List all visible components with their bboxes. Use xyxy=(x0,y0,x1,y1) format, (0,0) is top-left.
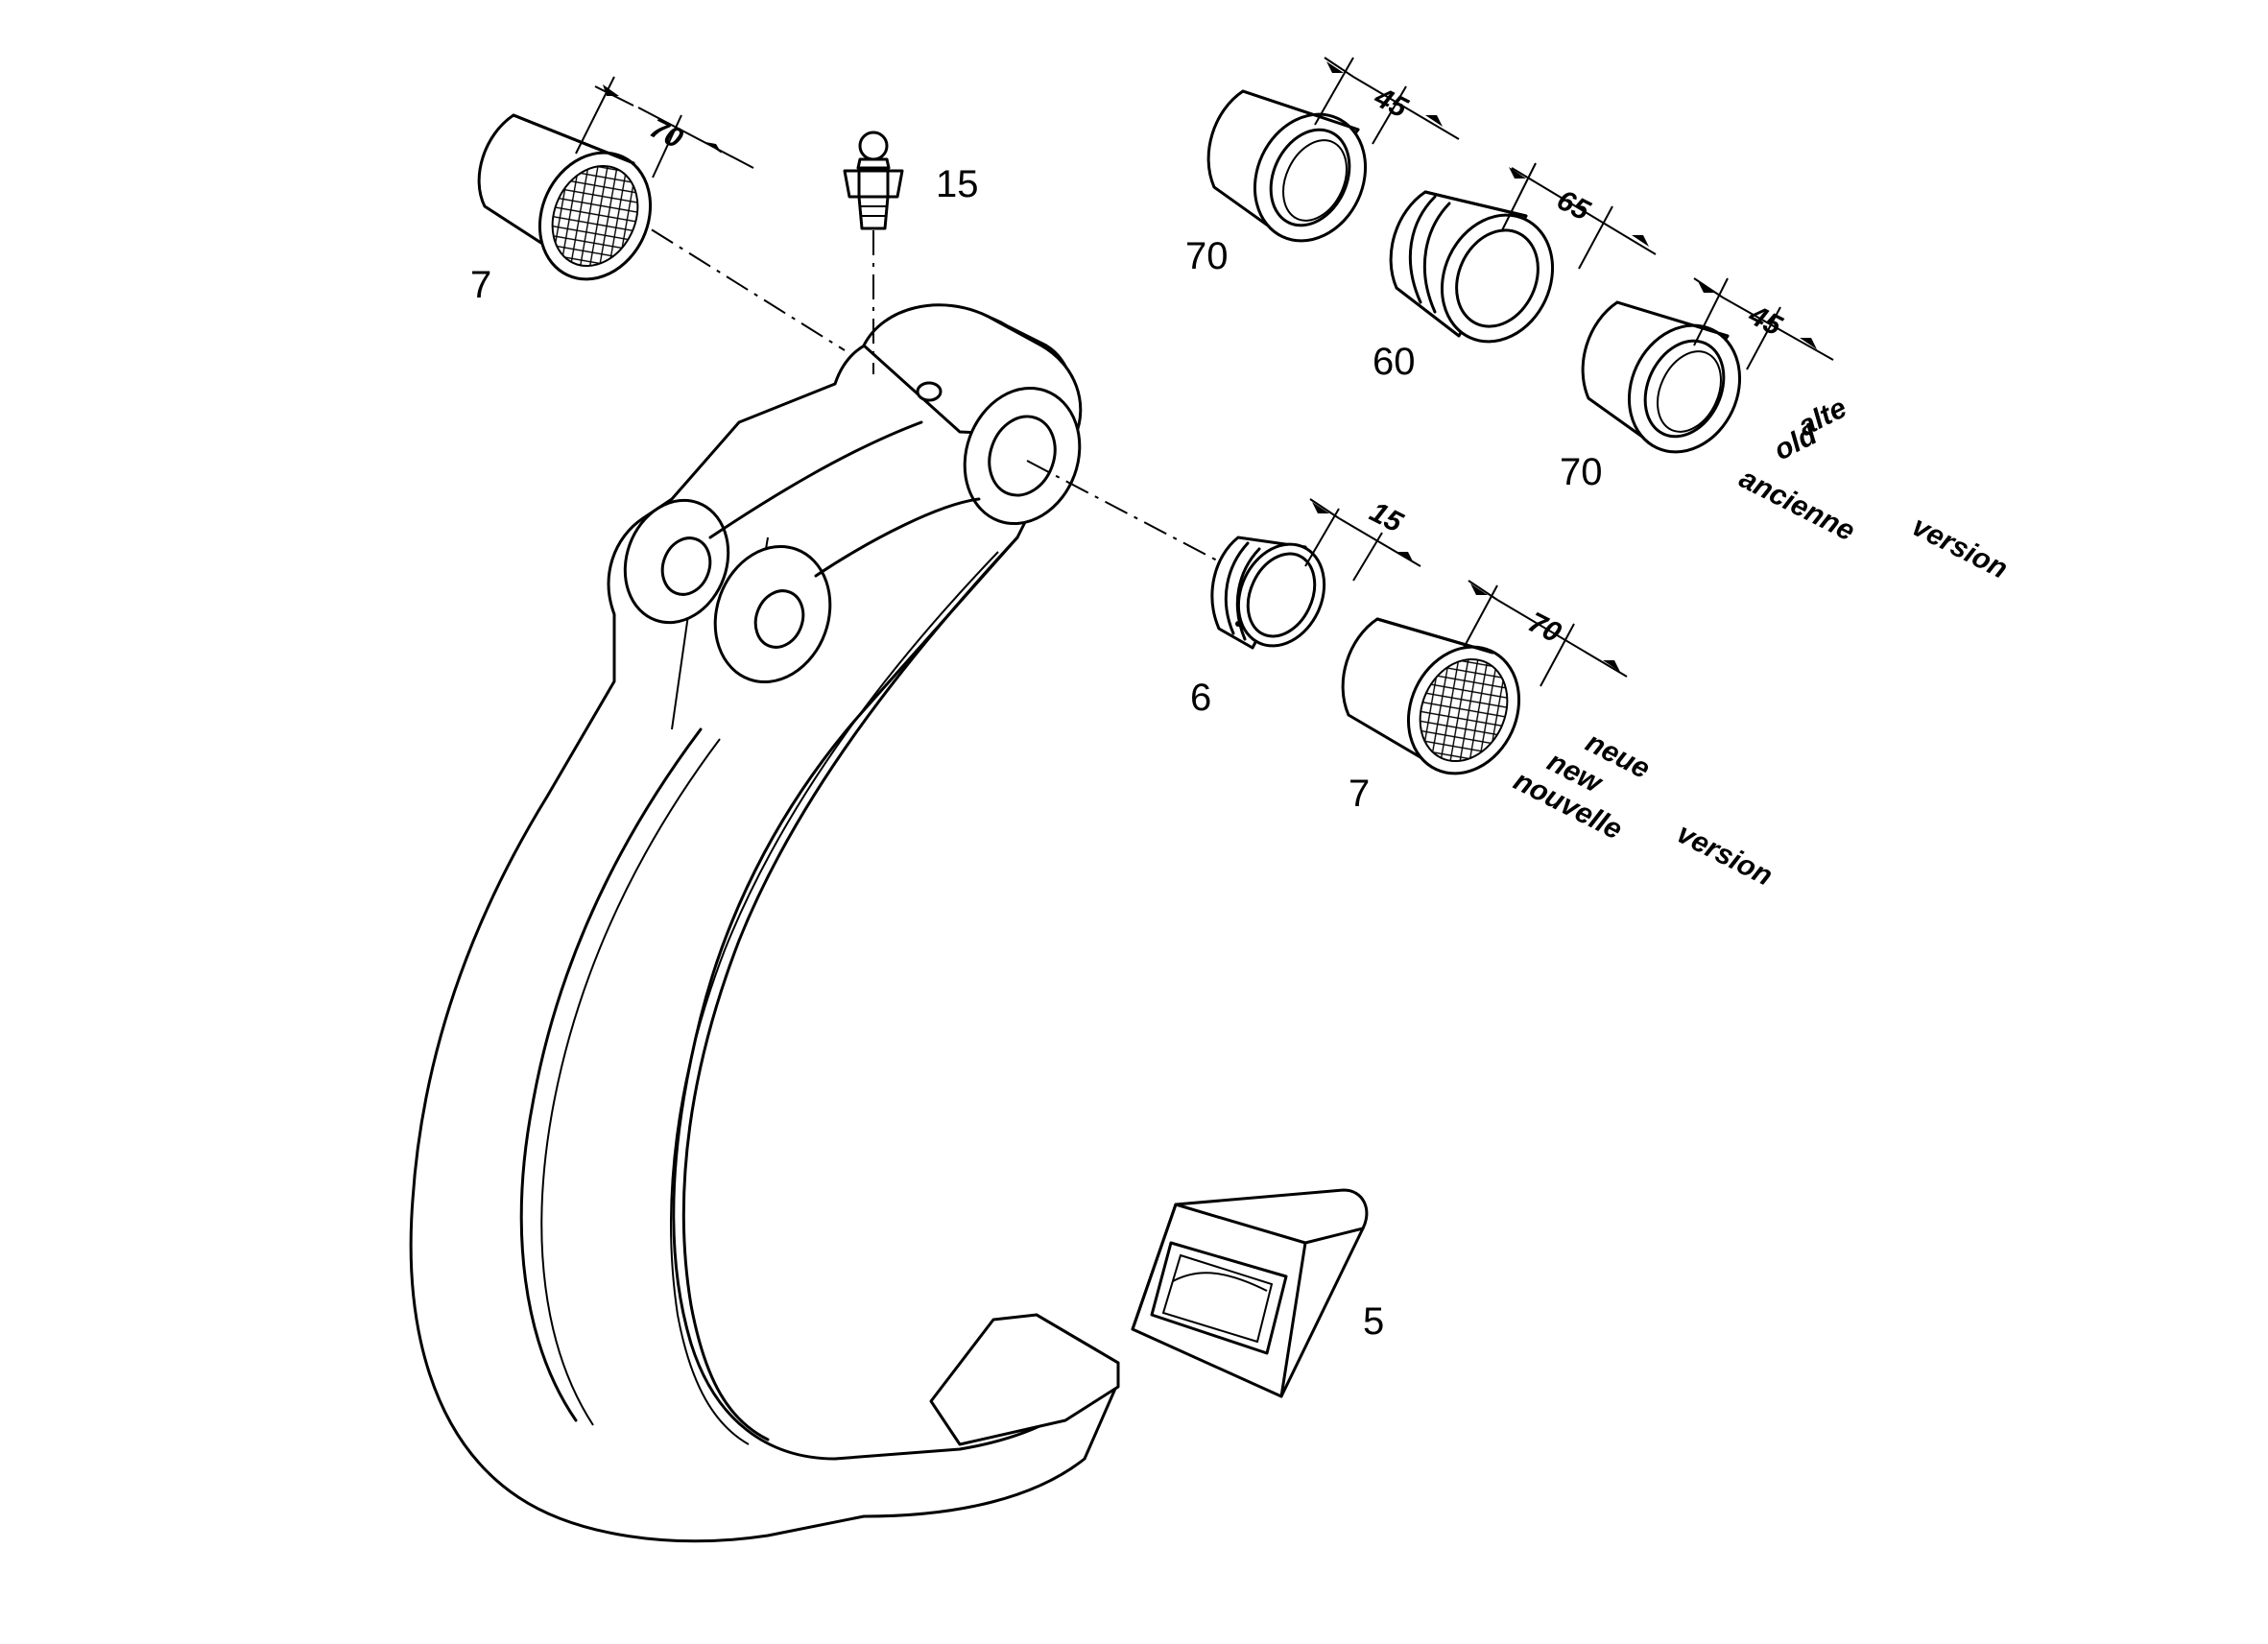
old-version-caption: alte old ancienne version xyxy=(1734,392,2013,584)
left-bushing-dim-text: 70 xyxy=(645,112,688,155)
new-bushing xyxy=(1341,617,1521,775)
callout-old-spacer: 60 xyxy=(1373,341,1416,383)
old-spacer-dim-text: 65 xyxy=(1552,184,1596,227)
old-bushing-bottom-dim-text: 45 xyxy=(1743,298,1788,343)
callout-old-bushing-top: 70 xyxy=(1185,235,1229,277)
left-bushing xyxy=(477,113,653,281)
ripper-shank xyxy=(409,303,1120,1543)
seal-ring-dim-text: 15 xyxy=(1365,496,1409,539)
callout-seal-ring: 6 xyxy=(1190,677,1211,719)
grease-nipple xyxy=(843,131,904,230)
ripper-tip xyxy=(1131,1188,1369,1398)
new-version-word: version xyxy=(1672,818,1778,893)
old-bushing-top-dim-text: 45 xyxy=(1369,81,1414,125)
callout-left-bushing: 7 xyxy=(470,264,491,306)
callout-old-bushing-bottom: 70 xyxy=(1560,451,1603,493)
seal-ring xyxy=(1210,536,1326,650)
old-spacer xyxy=(1389,190,1555,344)
callout-grease-nipple: 15 xyxy=(936,163,979,205)
new-version-caption: neue new nouvelle version xyxy=(1509,727,1778,893)
old-bushing-bottom xyxy=(1581,300,1742,454)
callout-tip: 5 xyxy=(1363,1300,1384,1343)
old-bushing-top xyxy=(1206,89,1368,243)
old-version-word: version xyxy=(1907,511,2013,585)
old-version-line3: ancienne xyxy=(1734,463,1860,547)
new-bushing-dim-text: 70 xyxy=(1523,607,1566,650)
callout-new-bushing: 7 xyxy=(1349,773,1370,815)
